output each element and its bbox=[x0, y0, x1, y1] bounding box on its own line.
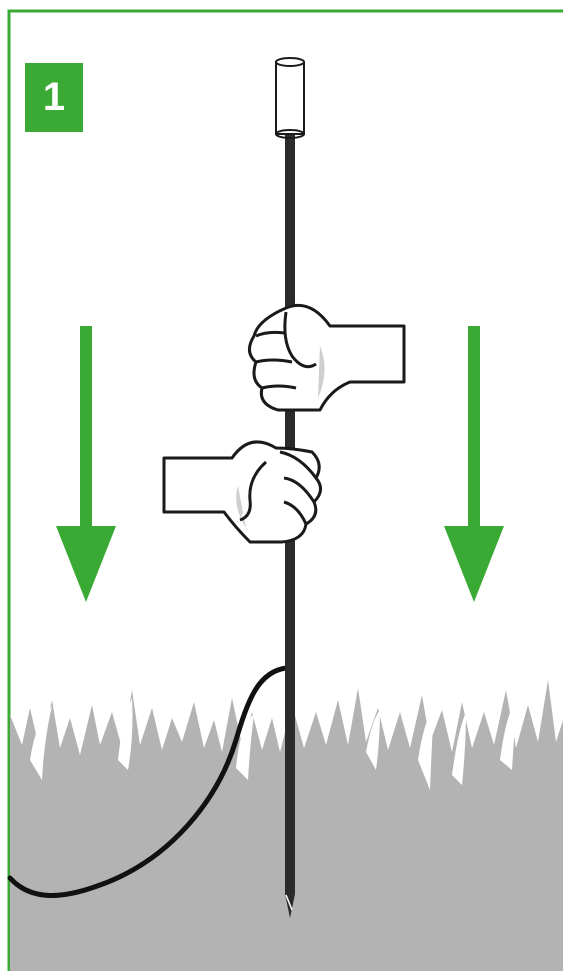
arrow-down-icon-right bbox=[444, 326, 504, 602]
arrow-down-icon-left bbox=[56, 326, 116, 602]
grass-highlights bbox=[30, 698, 516, 790]
hand-lower bbox=[162, 440, 322, 544]
step-badge-box bbox=[25, 63, 83, 132]
rod-cap bbox=[275, 57, 305, 139]
frame-border bbox=[7, 9, 563, 971]
step-number: 1 bbox=[42, 75, 66, 119]
hand-upper bbox=[248, 303, 406, 412]
ground-cable bbox=[7, 665, 289, 898]
